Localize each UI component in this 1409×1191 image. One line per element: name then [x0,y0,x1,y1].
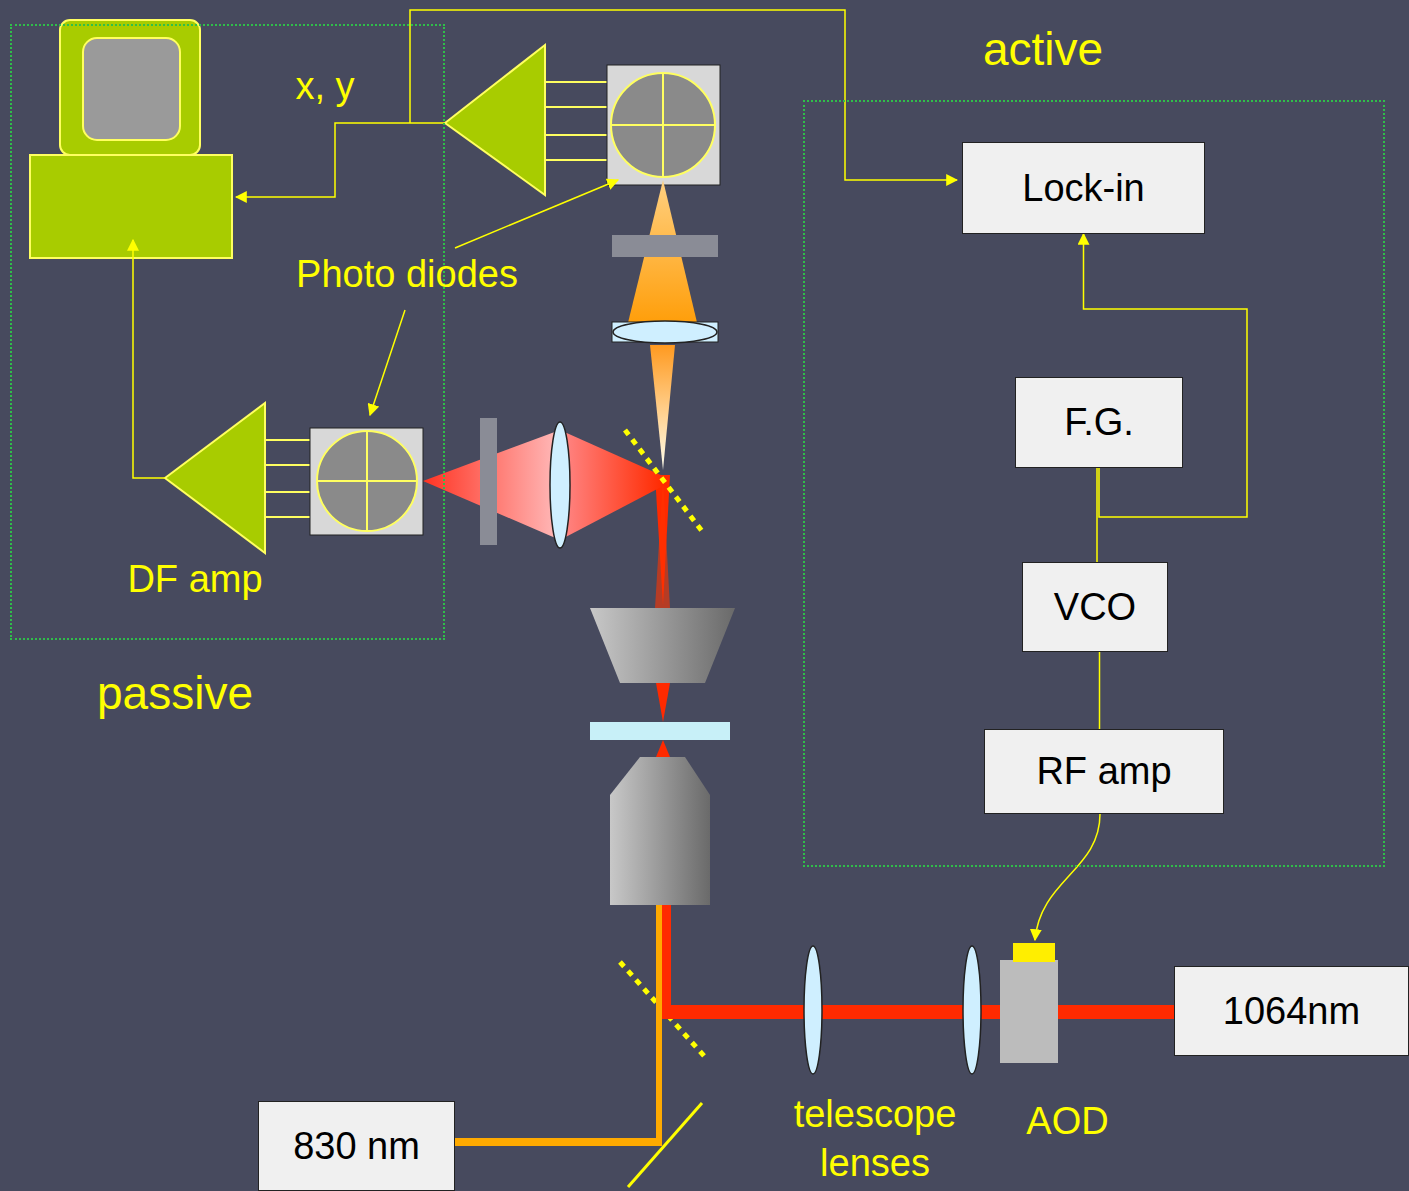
signal-wire [1099,652,1101,729]
box-label: VCO [1054,586,1136,629]
part-label: AOD [1005,1097,1130,1146]
laser-830-box: 830 nm [258,1101,455,1191]
active-region: activeLock-inF.G.VCORF amp [803,100,1385,867]
rf-amp-box: RF amp [984,729,1224,814]
amplifier-label: DF amp [95,555,295,604]
box-label: 830 nm [293,1125,420,1168]
signal-wire [1096,468,1098,562]
box-label: RF amp [1036,750,1171,793]
callout-label: Photo diodes [262,250,552,299]
box-label: F.G. [1064,401,1134,444]
region-heading: passive [97,666,253,720]
signal-wire [1084,234,1248,517]
box-label: Lock-in [1022,167,1145,210]
passive-region: passive [10,24,445,640]
lockin-box: Lock-in [962,142,1205,234]
vco-box: VCO [1022,562,1168,652]
laser-1064-box: 1064nm [1174,966,1409,1056]
part-label: telescope lenses [770,1090,980,1189]
region-heading: active [983,22,1103,76]
signal-label: x, y [285,62,365,111]
box-label: 1064nm [1223,990,1360,1033]
function-generator-box: F.G. [1015,377,1183,468]
